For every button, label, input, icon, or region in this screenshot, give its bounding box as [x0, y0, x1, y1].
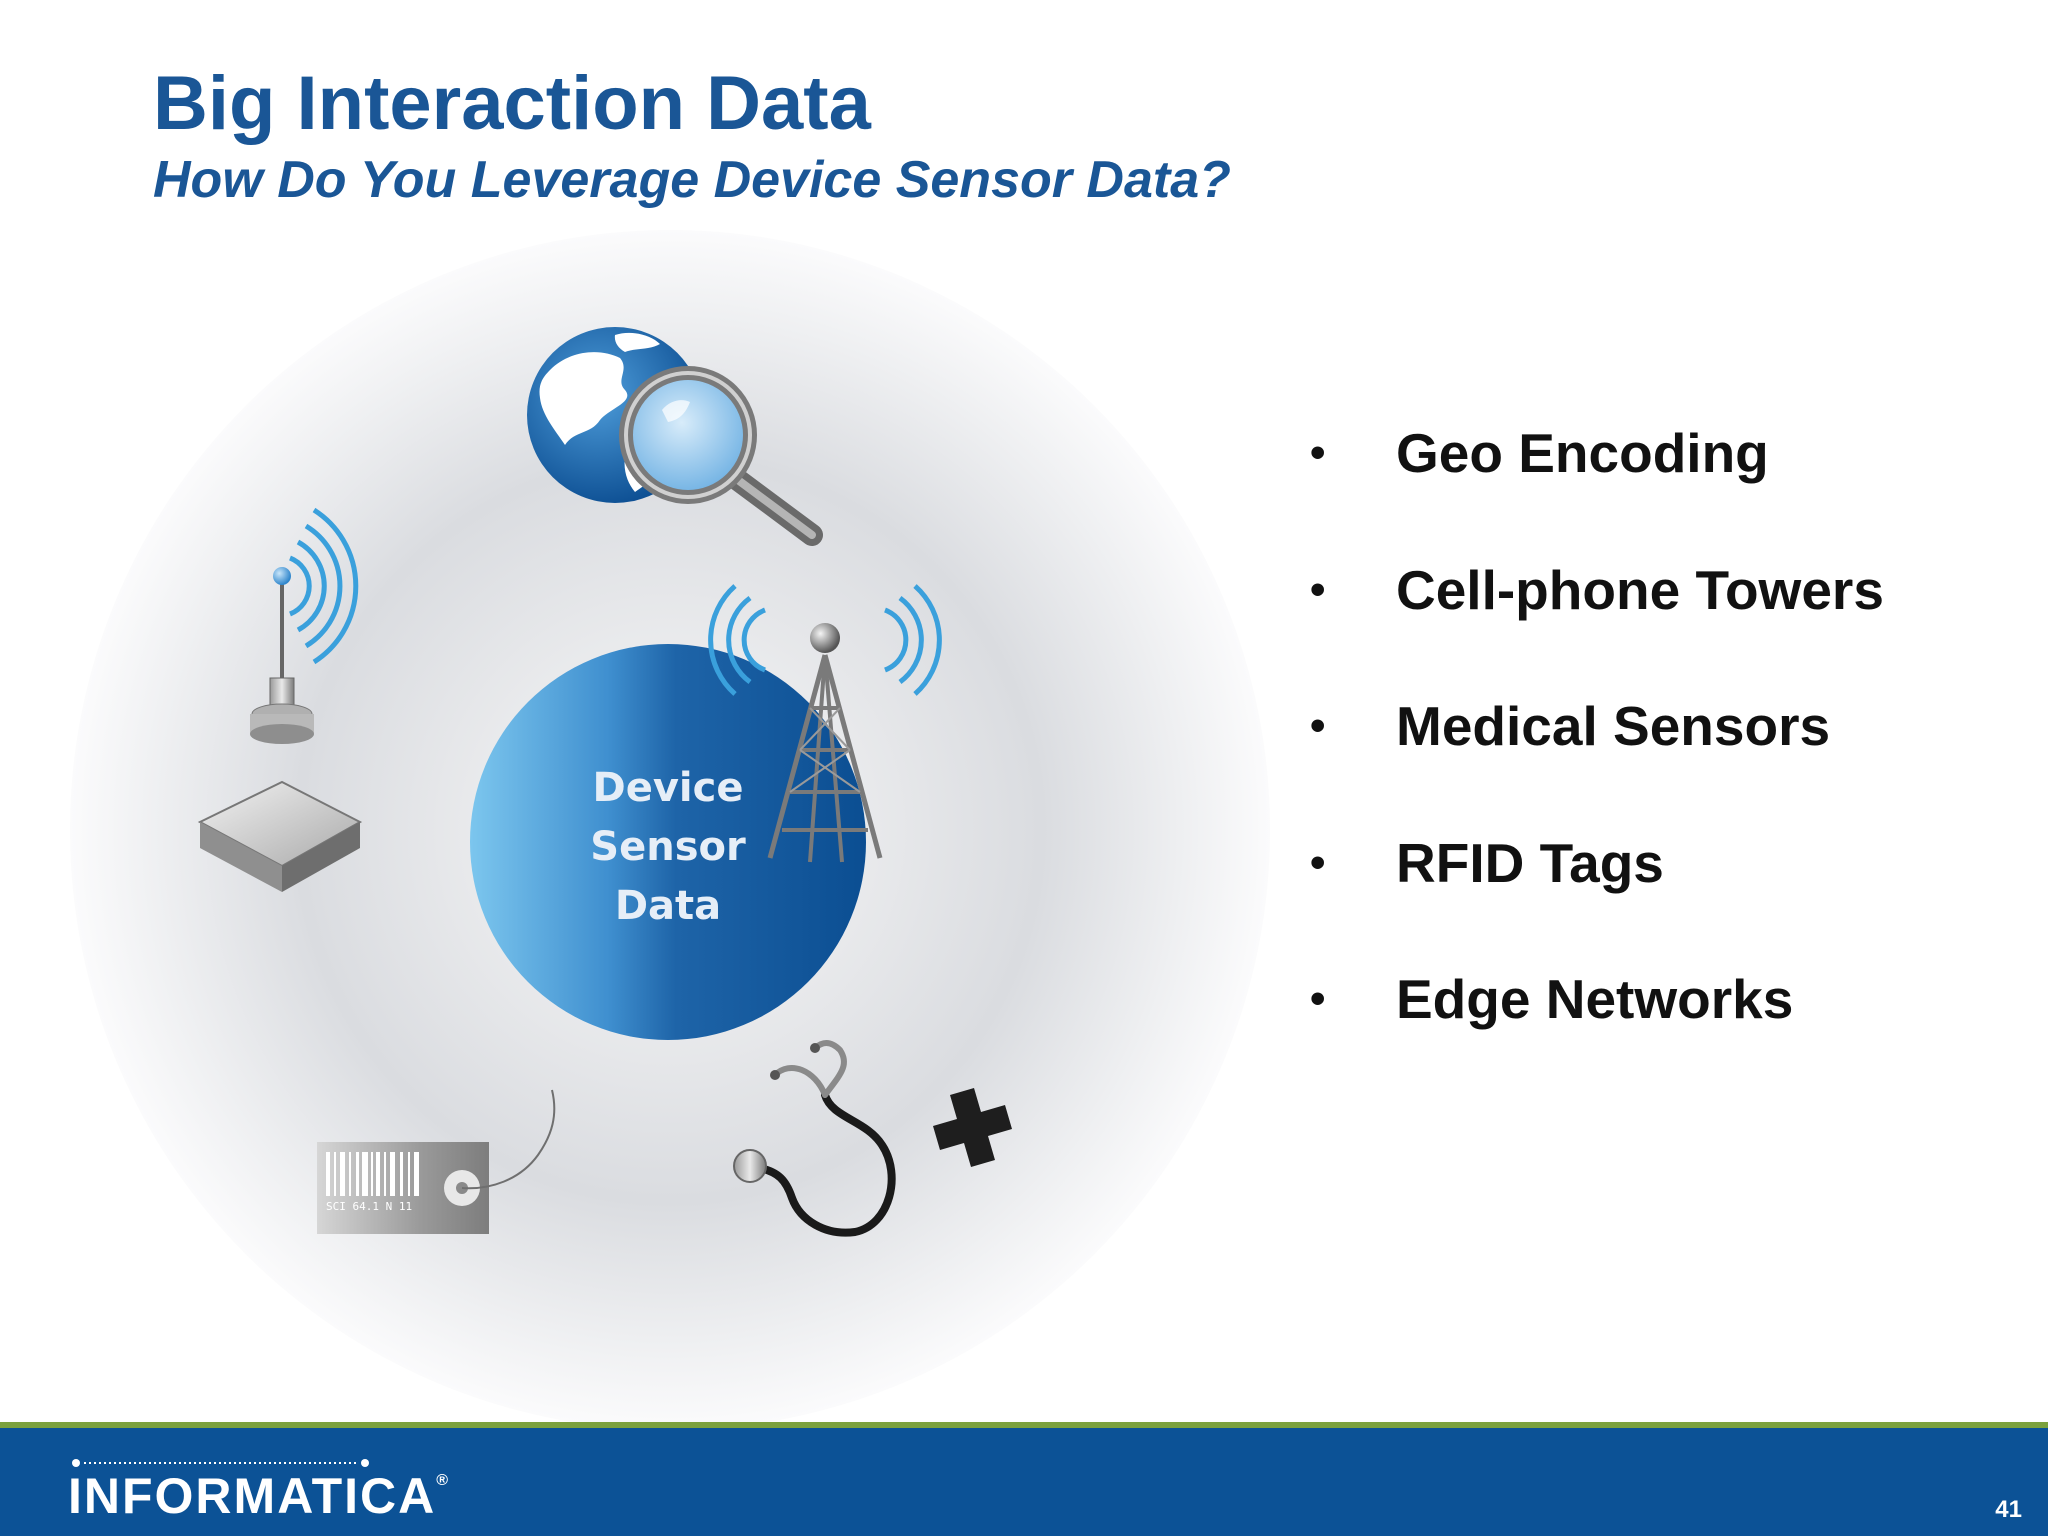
bullet-item: • Medical Sensors — [1310, 681, 1884, 818]
medical-cross-icon — [933, 1088, 1012, 1167]
slide-subtitle: How Do You Leverage Device Sensor Data? — [153, 151, 1231, 209]
bullet-list: • Geo Encoding • Cell-phone Towers • Medica… — [1310, 408, 1884, 1091]
bullet-text: Cell-phone Towers — [1396, 558, 1884, 621]
registered-mark: ® — [436, 1472, 449, 1489]
bullet-dot: • — [1310, 701, 1326, 750]
logo-wordmark: INFORMATICA — [68, 1468, 437, 1524]
logo-text: INFORMATICA® — [68, 1466, 448, 1526]
footer-accent-line — [0, 1422, 2048, 1428]
bullet-text: Medical Sensors — [1396, 695, 1831, 757]
bullet-text: Edge Networks — [1396, 968, 1794, 1030]
slide-title: Big Interaction Data — [153, 61, 871, 146]
bullet-text: Geo Encoding — [1396, 422, 1769, 484]
page-number: 41 — [1995, 1496, 2022, 1523]
barcode-text: SCI 64.1 N 11 — [326, 1200, 412, 1213]
cell-tower-icon — [708, 584, 942, 863]
bullet-dot: • — [1310, 564, 1326, 614]
bullet-dot: • — [1310, 837, 1326, 887]
radio-transmitter-icon — [197, 507, 363, 892]
logo-dots-icon — [72, 1459, 369, 1467]
bullet-dot: • — [1310, 974, 1326, 1023]
center-node: Device Sensor Data — [470, 644, 866, 1040]
bullet-text: RFID Tags — [1396, 831, 1664, 894]
informatica-logo: INFORMATICA® — [68, 1458, 488, 1528]
center-label-line-3: Data — [615, 883, 721, 929]
bullet-item: • Cell-phone Towers — [1310, 545, 1884, 682]
bullet-item: • Geo Encoding — [1310, 408, 1884, 545]
stethoscope-icon — [733, 1040, 896, 1237]
sensor-diagram: Device Sensor Data — [70, 230, 1270, 1430]
footer-bar: INFORMATICA® 41 — [0, 1428, 2048, 1536]
globe-magnifier-icon — [527, 327, 823, 546]
bullet-item: • RFID Tags — [1310, 818, 1884, 955]
center-label-line-1: Device — [593, 765, 744, 811]
bullet-dot: • — [1310, 428, 1326, 477]
center-label-line-2: Sensor — [590, 824, 746, 870]
bullet-item: • Edge Networks — [1310, 954, 1884, 1091]
barcode-tag-icon: SCI 64.1 N 11 — [317, 1089, 556, 1234]
